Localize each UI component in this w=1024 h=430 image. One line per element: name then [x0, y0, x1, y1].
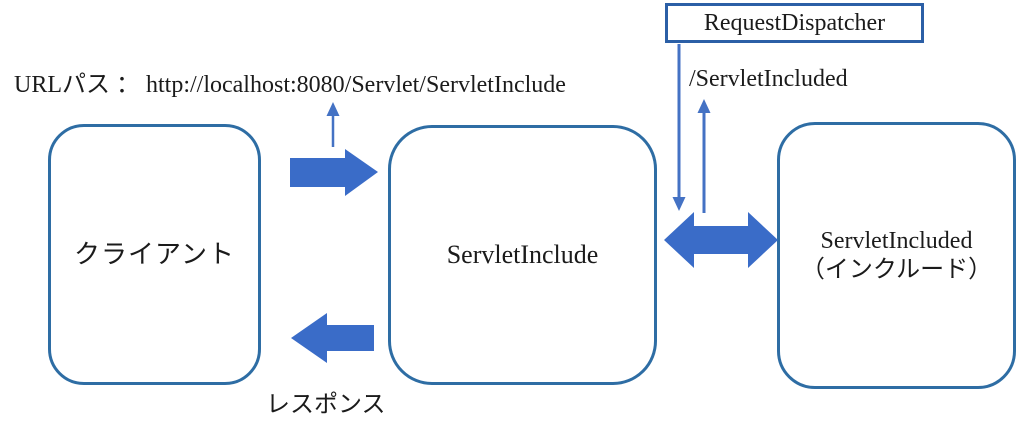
dispatcher-down-arrow: [672, 44, 686, 211]
request-arrow: [290, 149, 378, 196]
servlet-included-box-label-line2: （インクルード）: [800, 256, 993, 283]
url-pointer-arrow: [326, 102, 340, 147]
request-dispatcher-box: RequestDispatcher: [665, 3, 924, 43]
servlet-include-box-label: ServletInclude: [446, 239, 599, 269]
request-dispatcher-box-label: RequestDispatcher: [703, 9, 886, 36]
dispatcher-up-arrow-head: [697, 99, 711, 113]
servlet-included-box: ServletIncluded （インクルード）: [777, 122, 1016, 389]
dispatcher-up-arrow: [697, 99, 711, 213]
servlet-included-box-label-line1: ServletIncluded: [820, 228, 973, 255]
servlet-include-box: ServletInclude: [388, 125, 657, 385]
url-path-label: URLパス ： http://localhost:8080/Servlet/Se…: [14, 72, 566, 98]
response-arrow: [291, 313, 374, 363]
include-bidirectional-arrow: [664, 212, 778, 268]
dispatch-path-label: /ServletIncluded: [689, 66, 848, 92]
client-box: クライアント: [48, 124, 261, 385]
response-label: レスポンス: [266, 392, 386, 418]
url-pointer-arrow-head: [326, 102, 340, 116]
client-box-label: クライアント: [74, 239, 235, 270]
dispatcher-down-arrow-head: [672, 197, 686, 211]
